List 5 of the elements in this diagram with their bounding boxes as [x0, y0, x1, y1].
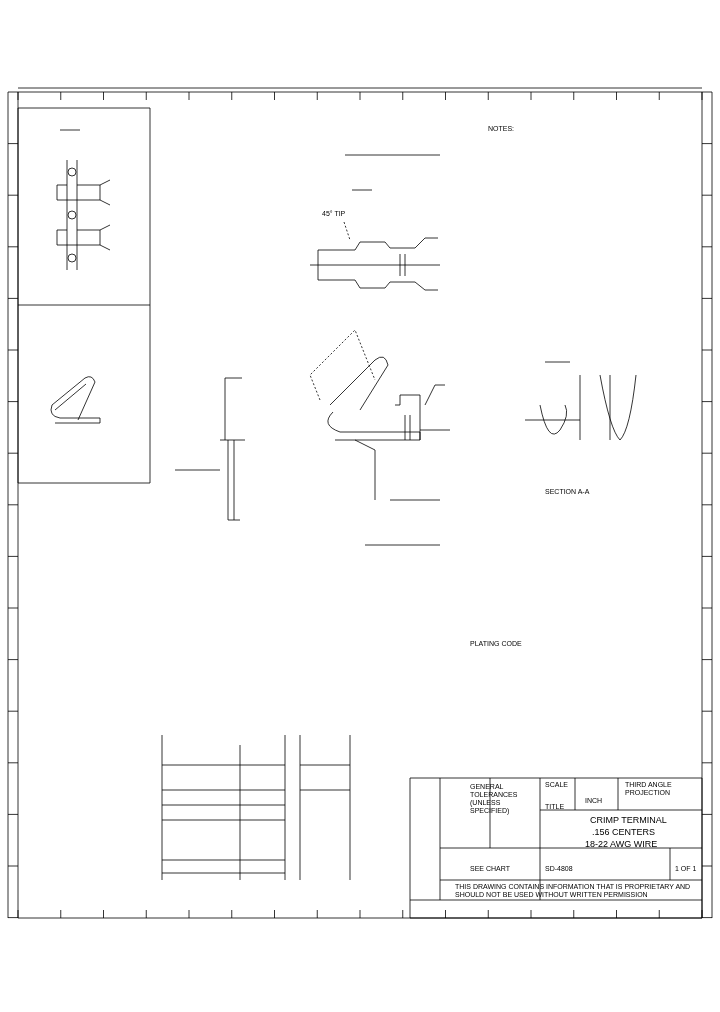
title-text: .156 CENTERS [592, 827, 656, 838]
title-text: CRIMP TERMINAL [590, 815, 667, 826]
title-text: 18-22 AWG WIRE [585, 839, 658, 850]
picture-drawing [310, 236, 440, 292]
leader-line [343, 221, 351, 241]
